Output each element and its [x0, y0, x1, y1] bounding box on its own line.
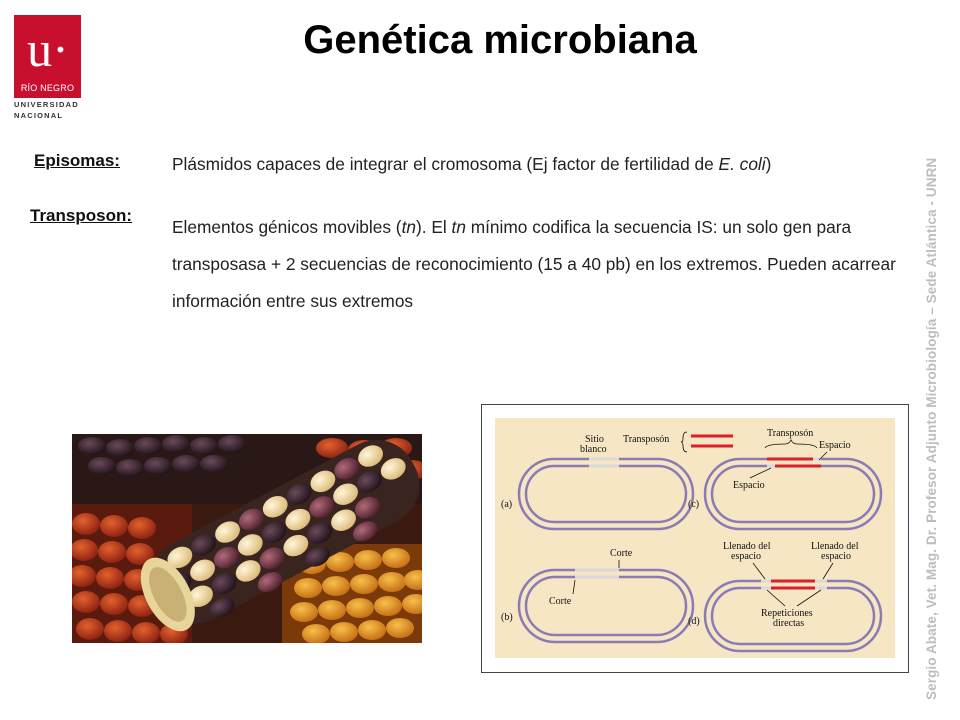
transposon-text: Elementos génicos movibles (tn). El tn m…	[172, 209, 922, 320]
sitio-blanco-label-1: Sitio	[585, 434, 604, 445]
espacio-top-label: Espacio	[819, 440, 851, 451]
logo-line-1: UNIVERSIDAD	[14, 100, 79, 109]
panel-d-plasmid	[703, 579, 883, 653]
episomas-text-italic: E. coli	[718, 154, 766, 174]
transposon-top-brace	[764, 439, 818, 449]
logo-line-2: NACIONAL	[14, 111, 64, 120]
panel-d-label: (d)	[688, 616, 700, 627]
transposon-left-label: Transposón	[623, 434, 669, 445]
transposon-text-tn-2: tn	[451, 217, 466, 237]
panel-c-label: (c)	[688, 499, 699, 510]
llenado-left-label-1: Llenado del	[723, 541, 771, 552]
transposon-text-1: Elementos génicos movibles (	[172, 217, 402, 237]
repeticiones-arrow-right	[796, 589, 822, 607]
transposition-diagram-frame: Sitio blanco (a) Transposón Transposón E…	[481, 404, 909, 673]
logo-letter: u·	[27, 21, 69, 77]
espacio-top-arrow	[818, 451, 828, 461]
panel-a-plasmid	[517, 457, 695, 531]
panel-b-label: (b)	[501, 612, 513, 623]
transposon-top-label: Transposón	[767, 428, 813, 439]
transposon-brace	[680, 431, 688, 453]
episomas-label: Episomas:	[34, 151, 120, 170]
corte-bottom-arrow	[572, 579, 576, 595]
panel-c-plasmid	[703, 457, 883, 531]
corte-bottom-label: Corte	[549, 596, 572, 607]
transposon-text-3: mínimo codifica la secuencia IS: un solo…	[172, 217, 896, 311]
corn-photo	[72, 434, 422, 643]
llenado-left-label-2: espacio	[731, 551, 761, 562]
transposon-label: Transposon:	[30, 206, 133, 225]
llenado-right-label-1: Llenado del	[811, 541, 859, 552]
espacio-mid-label: Espacio	[733, 480, 765, 491]
llenado-right-arrow	[822, 562, 834, 580]
episomas-text-end: )	[765, 154, 772, 174]
episomas-text: Plásmidos capaces de integrar el cromoso…	[172, 153, 932, 175]
sitio-blanco-label-2: blanco	[580, 444, 607, 455]
university-logo: u· RÍO NEGRO UNIVERSIDAD NACIONAL	[14, 15, 84, 120]
episomas-text-main: Plásmidos capaces de integrar el cromoso…	[172, 154, 719, 174]
repeticiones-label-2: directas	[773, 618, 804, 629]
logo-region: RÍO NEGRO	[20, 83, 75, 93]
transposition-diagram: Sitio blanco (a) Transposón Transposón E…	[495, 418, 895, 658]
corte-top-label: Corte	[610, 548, 633, 559]
panel-b-plasmid	[517, 568, 695, 644]
panel-a-label: (a)	[501, 499, 512, 510]
logo-mark: u· RÍO NEGRO	[14, 15, 81, 98]
espacio-mid-arrow	[749, 467, 772, 479]
llenado-left-arrow	[752, 562, 766, 580]
transposon-text-2: ). El	[415, 217, 452, 237]
side-credit: Sergio Abate, Vet. Mag. Dr. Profesor Adj…	[924, 157, 939, 700]
llenado-right-label-2: espacio	[821, 551, 851, 562]
repeticiones-arrow-left	[766, 589, 786, 607]
transposon-text-tn-1: tn	[401, 217, 416, 237]
slide-title: Genética microbiana	[303, 18, 697, 62]
repeticiones-label-1: Repeticiones	[761, 608, 813, 619]
main-cob	[140, 440, 420, 632]
